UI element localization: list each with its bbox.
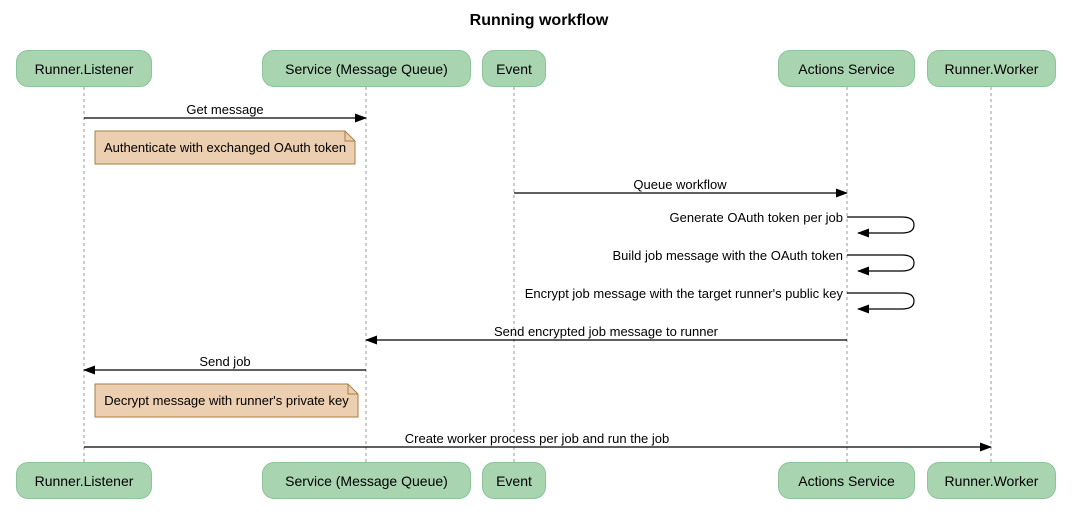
participant-event-bottom: Event bbox=[482, 462, 546, 499]
message-arrow-self-generate-oauth-token bbox=[847, 216, 915, 238]
participant-label: Runner.Worker bbox=[944, 60, 1039, 77]
note-authenticate-shape bbox=[94, 130, 356, 165]
message-arrow-self-encrypt-job-message bbox=[847, 292, 915, 314]
message-arrow-self-build-job-message bbox=[847, 254, 915, 276]
participant-label: Event bbox=[496, 472, 532, 489]
note-decrypt-shape bbox=[94, 383, 359, 418]
message-label-get-message: Get message bbox=[186, 102, 264, 117]
participant-service-message-queue-top: Service (Message Queue) bbox=[262, 50, 471, 87]
diagram-title: Running workflow bbox=[469, 12, 609, 29]
participant-actions-service-top: Actions Service bbox=[778, 50, 915, 87]
message-label-send-encrypted-job-message: Send encrypted job message to runner bbox=[493, 324, 719, 339]
participant-label: Runner.Listener bbox=[34, 472, 134, 489]
message-label-create-worker-process: Create worker process per job and run th… bbox=[404, 431, 670, 446]
message-label-build-job-message: Build job message with the OAuth token bbox=[612, 248, 843, 263]
participant-label: Actions Service bbox=[798, 472, 895, 489]
participant-label: Actions Service bbox=[798, 60, 895, 77]
participant-runner-worker-top: Runner.Worker bbox=[927, 50, 1056, 87]
participant-service-message-queue-bottom: Service (Message Queue) bbox=[262, 462, 471, 499]
participant-label: Service (Message Queue) bbox=[285, 60, 448, 77]
note-decrypt-fold-icon bbox=[347, 384, 358, 395]
participant-event-top: Event bbox=[482, 50, 546, 87]
message-label-send-job: Send job bbox=[199, 354, 251, 369]
message-label-generate-oauth-token: Generate OAuth token per job bbox=[669, 210, 843, 225]
participant-label: Runner.Listener bbox=[34, 60, 134, 77]
note-authenticate-fold-icon bbox=[344, 131, 355, 142]
participant-actions-service-bottom: Actions Service bbox=[778, 462, 915, 499]
participant-label: Event bbox=[496, 60, 532, 77]
message-label-encrypt-job-message: Encrypt job message with the target runn… bbox=[524, 286, 843, 301]
participant-label: Runner.Worker bbox=[944, 472, 1039, 489]
participant-runner-worker-bottom: Runner.Worker bbox=[927, 462, 1056, 499]
participant-runner-listener-top: Runner.Listener bbox=[16, 50, 152, 87]
message-label-queue-workflow: Queue workflow bbox=[633, 177, 727, 192]
participant-label: Service (Message Queue) bbox=[285, 472, 448, 489]
note-decrypt-text: Decrypt message with runner's private ke… bbox=[104, 393, 349, 408]
note-authenticate-text: Authenticate with exchanged OAuth token bbox=[103, 140, 347, 155]
participant-runner-listener-bottom: Runner.Listener bbox=[16, 462, 152, 499]
